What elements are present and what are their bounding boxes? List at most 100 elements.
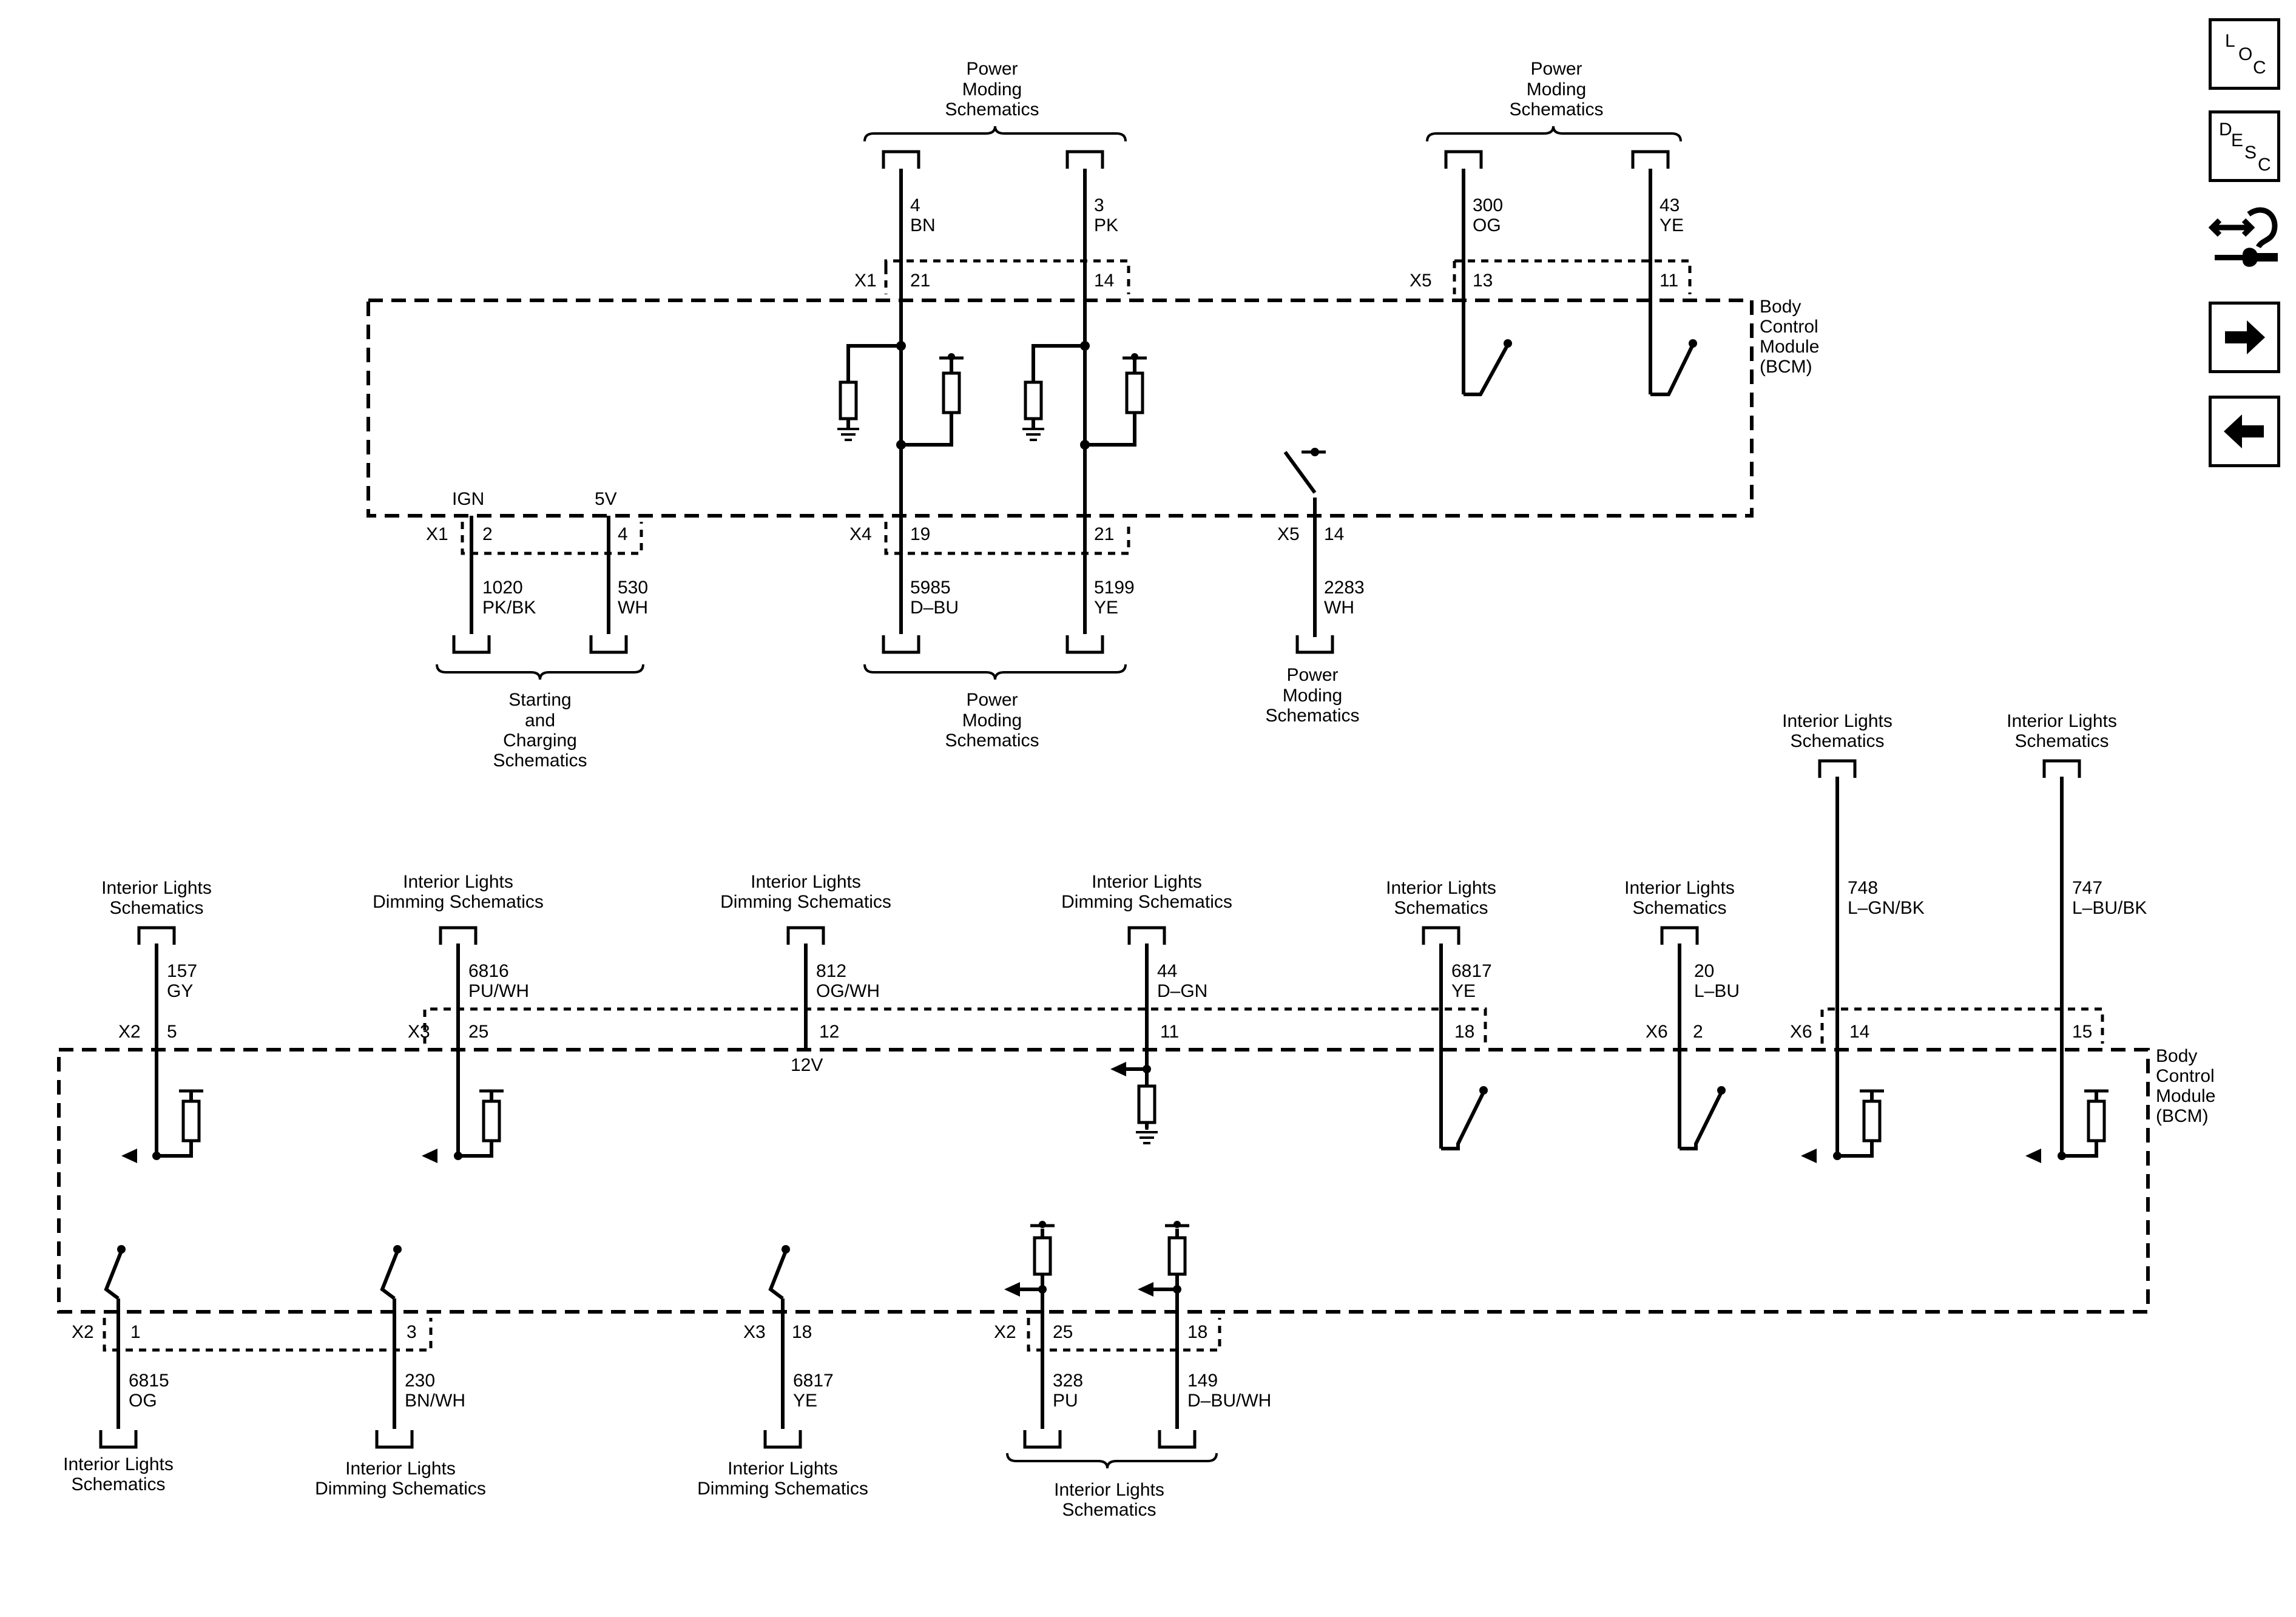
connector-label: X2 bbox=[72, 1322, 94, 1342]
arrow-left-icon bbox=[2224, 414, 2264, 448]
dest-interior-lights-4[interactable]: Interior Lights Schematics bbox=[1782, 711, 1893, 751]
svg-text:Schematics: Schematics bbox=[1265, 706, 1359, 726]
pin-label: 21 bbox=[910, 271, 930, 291]
loc-label-l: L bbox=[2225, 31, 2235, 51]
svg-text:Interior Lights: Interior Lights bbox=[403, 872, 513, 892]
pin-label: 25 bbox=[468, 1022, 488, 1042]
connector-label: X1 bbox=[854, 271, 877, 291]
dest-interior-lights-2[interactable]: Interior Lights Schematics bbox=[1386, 878, 1496, 918]
svg-text:(BCM): (BCM) bbox=[1760, 357, 1812, 377]
pin-label: 18 bbox=[1454, 1022, 1474, 1042]
bcm-boundary-bottom bbox=[57, 1048, 2150, 1314]
desc-label-c: C bbox=[2258, 155, 2271, 175]
desc-label-e: E bbox=[2231, 130, 2244, 150]
wire-label: L–GN/BK bbox=[1848, 898, 1925, 918]
dest-interior-dimming-4[interactable]: Interior Lights Dimming Schematics bbox=[315, 1459, 486, 1499]
connector-tool-icon[interactable] bbox=[2206, 197, 2285, 276]
wire-label: GY bbox=[167, 981, 193, 1001]
wire-label: 328 bbox=[1053, 1371, 1083, 1391]
svg-text:Interior Lights: Interior Lights bbox=[1782, 711, 1893, 731]
bcm-label-top: Body Control Module (BCM) bbox=[1760, 297, 1819, 377]
pin-label: 4 bbox=[618, 524, 628, 544]
dest-power-moding-top-b[interactable]: Power Moding Schematics bbox=[1509, 59, 1603, 120]
svg-text:Module: Module bbox=[1760, 337, 1819, 357]
connector-label: X3 bbox=[408, 1022, 430, 1042]
pin-label: 14 bbox=[1324, 524, 1344, 544]
connector-label: X5 bbox=[1410, 271, 1432, 291]
dest-interior-lights-3[interactable]: Interior Lights Schematics bbox=[1624, 878, 1735, 918]
svg-text:Schematics: Schematics bbox=[945, 731, 1039, 751]
dest-interior-dimming-3[interactable]: Interior Lights Dimming Schematics bbox=[1061, 872, 1232, 912]
dest-interior-lights-1[interactable]: Interior Lights Schematics bbox=[101, 878, 212, 918]
connector-label: X6 bbox=[1646, 1022, 1668, 1042]
dest-interior-lights-6[interactable]: Interior Lights Schematics bbox=[63, 1454, 174, 1494]
svg-text:Schematics: Schematics bbox=[1632, 898, 1726, 918]
wire-label: 230 bbox=[405, 1371, 435, 1391]
svg-text:Charging: Charging bbox=[503, 731, 577, 751]
wire-label: 748 bbox=[1848, 878, 1878, 898]
wire-label: D–GN bbox=[1157, 981, 1207, 1001]
wire-label: PU/WH bbox=[468, 981, 529, 1001]
connector-label: X2 bbox=[118, 1022, 141, 1042]
wire-label: 6815 bbox=[129, 1371, 169, 1391]
pin-label: 15 bbox=[2072, 1022, 2092, 1042]
pin-label: 14 bbox=[1094, 271, 1114, 291]
dest-interior-lights-7[interactable]: Interior Lights Schematics bbox=[1054, 1480, 1164, 1520]
wire-label: 149 bbox=[1187, 1371, 1218, 1391]
pin-label: 3 bbox=[407, 1322, 417, 1342]
svg-text:Dimming Schematics: Dimming Schematics bbox=[1061, 892, 1232, 912]
svg-text:Body: Body bbox=[2156, 1046, 2197, 1066]
connector-label: X3 bbox=[743, 1322, 766, 1342]
svg-text:Dimming Schematics: Dimming Schematics bbox=[315, 1479, 486, 1499]
svg-text:Schematics: Schematics bbox=[1509, 100, 1603, 120]
previous-page-button[interactable] bbox=[2209, 396, 2280, 467]
loc-label-c: C bbox=[2253, 58, 2266, 78]
dest-power-moding-right[interactable]: Power Moding Schematics bbox=[1265, 665, 1359, 726]
loc-label-o: O bbox=[2238, 44, 2253, 64]
wire-label: D–BU bbox=[910, 598, 959, 618]
dest-interior-dimming-5[interactable]: Interior Lights Dimming Schematics bbox=[697, 1459, 868, 1499]
connector-label: X6 bbox=[1790, 1022, 1812, 1042]
desc-label-d: D bbox=[2219, 120, 2232, 140]
wire-label: 300 bbox=[1473, 195, 1503, 215]
dest-interior-lights-5[interactable]: Interior Lights Schematics bbox=[2007, 711, 2117, 751]
svg-text:Power: Power bbox=[966, 59, 1018, 79]
next-page-button[interactable] bbox=[2209, 302, 2280, 373]
wire-label: 44 bbox=[1157, 961, 1177, 981]
internal-label: IGN bbox=[452, 489, 484, 509]
dest-interior-dimming-2[interactable]: Interior Lights Dimming Schematics bbox=[720, 872, 891, 912]
desc-button[interactable]: D E S C bbox=[2209, 110, 2280, 182]
svg-text:Control: Control bbox=[2156, 1066, 2215, 1086]
svg-text:Interior Lights: Interior Lights bbox=[101, 878, 212, 898]
svg-text:Schematics: Schematics bbox=[2014, 731, 2109, 751]
wire-label: 3 bbox=[1094, 195, 1104, 215]
svg-text:Moding: Moding bbox=[1283, 686, 1342, 706]
bcm-boundary-top bbox=[366, 299, 1754, 518]
dest-starting-charging[interactable]: Starting and Charging Schematics bbox=[493, 690, 587, 771]
wire-label: PU bbox=[1053, 1391, 1078, 1411]
wire-label: 5985 bbox=[910, 578, 951, 598]
svg-text:Moding: Moding bbox=[962, 79, 1022, 100]
bcm-label-bottom: Body Control Module (BCM) bbox=[2156, 1046, 2215, 1126]
connector-label: X2 bbox=[994, 1322, 1016, 1342]
dest-interior-dimming-1[interactable]: Interior Lights Dimming Schematics bbox=[373, 872, 544, 912]
wire-label: WH bbox=[618, 598, 648, 618]
svg-text:Schematics: Schematics bbox=[1790, 731, 1884, 751]
svg-text:Dimming Schematics: Dimming Schematics bbox=[697, 1479, 868, 1499]
svg-text:Control: Control bbox=[1760, 317, 1818, 337]
arrow-right-icon bbox=[2225, 320, 2265, 354]
svg-text:Schematics: Schematics bbox=[945, 100, 1039, 120]
svg-text:Power: Power bbox=[966, 690, 1018, 710]
wire-label: BN bbox=[910, 215, 936, 235]
loc-button[interactable]: L O C bbox=[2209, 18, 2280, 90]
wire-label: 812 bbox=[816, 961, 846, 981]
dest-power-moding-top-a[interactable]: Power Moding Schematics bbox=[945, 59, 1039, 120]
wire-label: OG bbox=[129, 1391, 157, 1411]
svg-text:Moding: Moding bbox=[962, 711, 1022, 731]
wire-label: BN/WH bbox=[405, 1391, 465, 1411]
wire-label: 1020 bbox=[482, 578, 523, 598]
wire-label: 6817 bbox=[793, 1371, 834, 1391]
svg-text:Dimming Schematics: Dimming Schematics bbox=[720, 892, 891, 912]
dest-power-moding-mid[interactable]: Power Moding Schematics bbox=[945, 690, 1039, 751]
